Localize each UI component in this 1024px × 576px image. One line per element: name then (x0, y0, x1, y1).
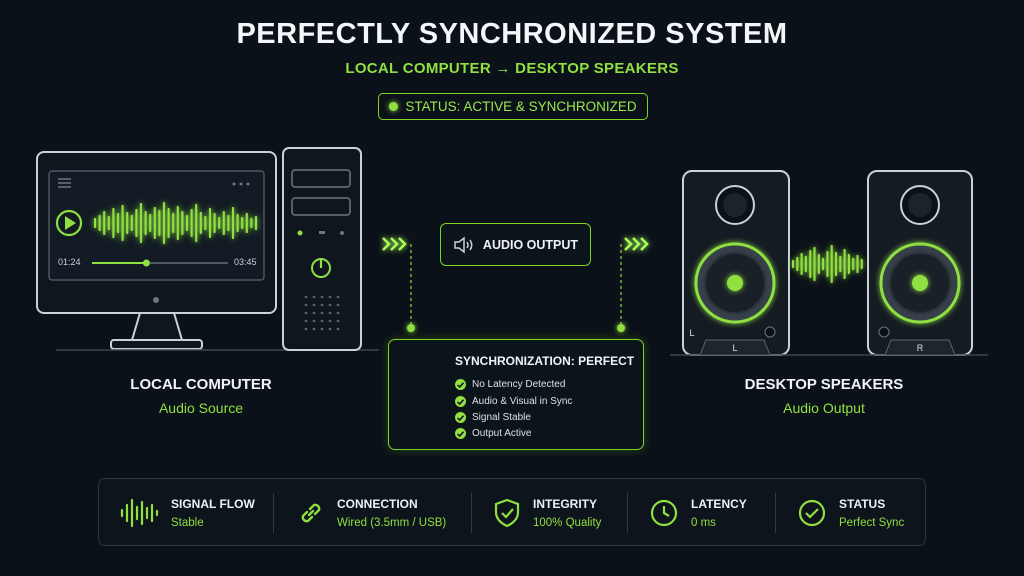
speakers-sublabel: Audio Output (783, 400, 865, 416)
left-speaker-icon (682, 170, 790, 356)
vent-dot (328, 295, 332, 299)
speakers-label: DESKTOP SPEAKERS (744, 376, 904, 393)
speaker-waveform-icon (791, 244, 863, 284)
computer-sublabel: Audio Source (158, 400, 244, 416)
vent-dot (320, 319, 324, 323)
shield-check-icon (494, 498, 520, 528)
vent-dot (320, 295, 324, 299)
vent-dot (328, 311, 332, 315)
status-dot-icon (389, 102, 399, 111)
page-title: PERFECTLY SYNCHRONIZED SYSTEM (236, 18, 788, 50)
vent-dot (328, 327, 332, 331)
player-total-time: 03:45 (234, 257, 257, 267)
vent-dot (328, 319, 332, 323)
left-speaker-side-label: L (689, 328, 694, 338)
arrow-chevrons-left-icon (382, 237, 407, 251)
play-button-icon (55, 209, 83, 237)
clock-icon (650, 499, 678, 527)
vent-dot (304, 295, 308, 299)
check-circle-icon (798, 499, 826, 527)
power-icon (311, 258, 331, 278)
status-text: STATUS: ACTIVE & SYNCHRONIZED (405, 99, 637, 114)
vent-dot (304, 319, 308, 323)
computer-tower-icon (282, 147, 362, 351)
monitor-icon (36, 151, 379, 351)
speaker-volume-icon (454, 235, 473, 254)
computer-label: LOCAL COMPUTER (130, 376, 272, 393)
check-icon (455, 379, 466, 390)
check-icon (455, 412, 466, 423)
player-elapsed-time: 01:24 (58, 257, 81, 267)
vent-dot (336, 311, 340, 315)
vent-dot (320, 327, 324, 331)
progress-knob (142, 259, 150, 267)
waveform-icon (120, 498, 159, 528)
sync-item: Audio & Visual in Sync (455, 396, 572, 407)
sync-title: SYNCHRONIZATION: PERFECT (455, 354, 635, 368)
check-icon (455, 396, 466, 407)
vent-dot (336, 295, 340, 299)
vent-dot (336, 327, 340, 331)
vent-dot (328, 303, 332, 307)
left-speaker-label: L (732, 343, 737, 353)
vent-dot (336, 303, 340, 307)
sync-item: Output Active (455, 428, 531, 439)
monitor-waveform (93, 201, 258, 245)
vent-dot (320, 303, 324, 307)
vent-dot (312, 303, 316, 307)
right-speaker-icon (867, 170, 973, 356)
sync-item: No Latency Detected (455, 379, 565, 390)
audio-output-label: AUDIO OUTPUT (482, 237, 579, 252)
arrow-chevrons-right-icon (624, 237, 649, 251)
vent-dot (304, 303, 308, 307)
vent-dot (304, 327, 308, 331)
page-subtitle: LOCAL COMPUTER → DESKTOP SPEAKERS (345, 60, 679, 77)
vent-dot (312, 295, 316, 299)
sync-item: Signal Stable (455, 412, 531, 423)
vent-dot (304, 311, 308, 315)
link-icon (301, 503, 321, 523)
vent-dot (312, 319, 316, 323)
audio-output-box: AUDIO OUTPUT (440, 223, 591, 266)
vent-dot (312, 327, 316, 331)
sync-status-panel: SYNCHRONIZATION: PERFECT No Latency Dete… (388, 339, 644, 450)
right-speaker-label: R (917, 343, 924, 353)
status-badge: STATUS: ACTIVE & SYNCHRONIZED (378, 93, 648, 120)
check-icon (455, 428, 466, 439)
vent-dot (320, 311, 324, 315)
vent-dot (336, 319, 340, 323)
vent-dot (312, 311, 316, 315)
